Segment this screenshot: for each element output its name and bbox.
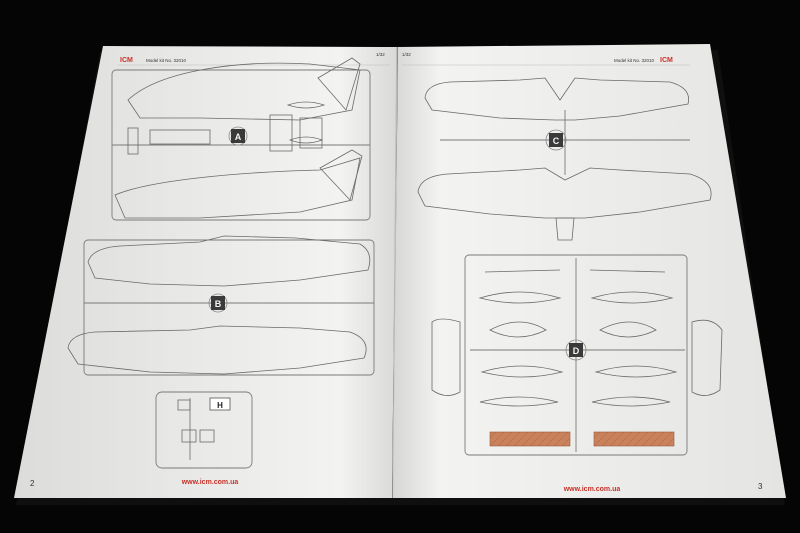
sprue-d: D [431,254,723,456]
sprue-a: A [111,57,371,221]
sprue-label-h: H [217,401,223,410]
sprue-h: H [155,391,253,469]
clear-part-right [593,431,675,447]
right-header: 1/32 Model kit No. 32010 ICM [402,52,690,66]
website-right: www.icm.com.ua [563,486,621,493]
left-page: ICM Model kit No. 32010 1/32 A [14,46,397,498]
icm-logo-left: ICM [120,57,133,64]
sprue-b: B [67,235,375,376]
sprue-label-d: D [573,346,580,356]
scale-label-left: 1/32 [376,52,385,57]
sprue-c: C [417,77,712,241]
sprue-label-a: A [235,132,242,142]
scale-label-right: 1/32 [402,52,411,57]
icm-logo-right: ICM [660,57,673,64]
clear-part-left [489,431,571,447]
website-left: www.icm.com.ua [181,479,239,486]
model-kit-label-right: Model kit No. 32010 [614,58,655,63]
page-number-right: 3 [758,482,763,491]
model-kit-label-left: Model kit No. 32010 [146,58,187,63]
sprue-label-c: C [553,136,560,146]
sprue-label-b: B [215,299,222,309]
right-page: 1/32 Model kit No. 32010 ICM C [393,44,786,498]
page-number-left: 2 [30,479,35,488]
left-header: ICM Model kit No. 32010 1/32 [118,52,390,66]
